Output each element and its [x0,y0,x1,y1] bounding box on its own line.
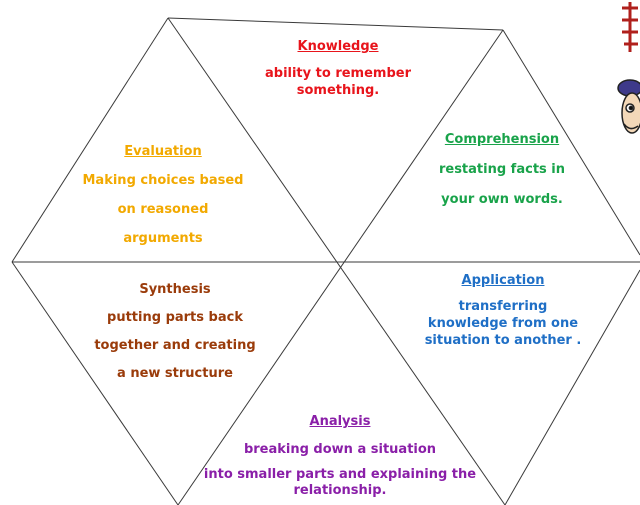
evaluation-line-3: arguments [123,231,203,246]
knowledge-line-1: ability to remember [264,66,411,81]
application-line-1: transferring [458,299,548,314]
analysis-line-1: breaking down a situation [243,442,437,457]
cartoon-character-icon [617,2,640,134]
synthesis-title: Synthesis [139,282,211,297]
analysis-line-2: into smaller parts and explaining the [203,467,477,482]
section-application: Application transferring knowledge from … [408,272,598,349]
hex-top-edge [167,17,504,31]
comprehension-title: Comprehension [444,132,560,147]
section-evaluation: Evaluation Making choices based on reaso… [72,137,254,253]
comprehension-line-2: your own words. [441,192,563,207]
application-line-2: knowledge from one [427,316,579,331]
evaluation-title: Evaluation [124,144,202,159]
application-line-3: situation to another . [424,333,582,348]
comprehension-line-1: restating facts in [438,162,566,177]
evaluation-line-2: on reasoned [117,202,209,217]
section-analysis: Analysis breaking down a situation into … [185,413,495,499]
section-knowledge: Knowledge ability to remember something. [233,38,443,99]
synthesis-line-1: putting parts back [107,310,243,325]
analysis-line-3: relationship. [293,483,387,498]
knowledge-title: Knowledge [297,39,379,54]
section-synthesis: Synthesis putting parts back together an… [80,276,270,388]
evaluation-line-1: Making choices based [82,173,244,188]
hex-lower-right-edge [504,269,640,505]
application-title: Application [461,273,545,288]
hex-upper-right-edge [502,29,640,256]
synthesis-line-2: together and creating [94,338,256,353]
hex-upper-left-edge [11,17,169,263]
hex-lower-left-edge [11,261,179,505]
section-comprehension: Comprehension restating facts in your ow… [412,125,592,215]
divider-diagonal-1 [167,17,506,505]
synthesis-line-3: a new structure [117,366,233,381]
knowledge-line-2: something. [296,83,380,98]
analysis-title: Analysis [309,414,371,429]
divider-diagonal-2 [177,29,504,505]
